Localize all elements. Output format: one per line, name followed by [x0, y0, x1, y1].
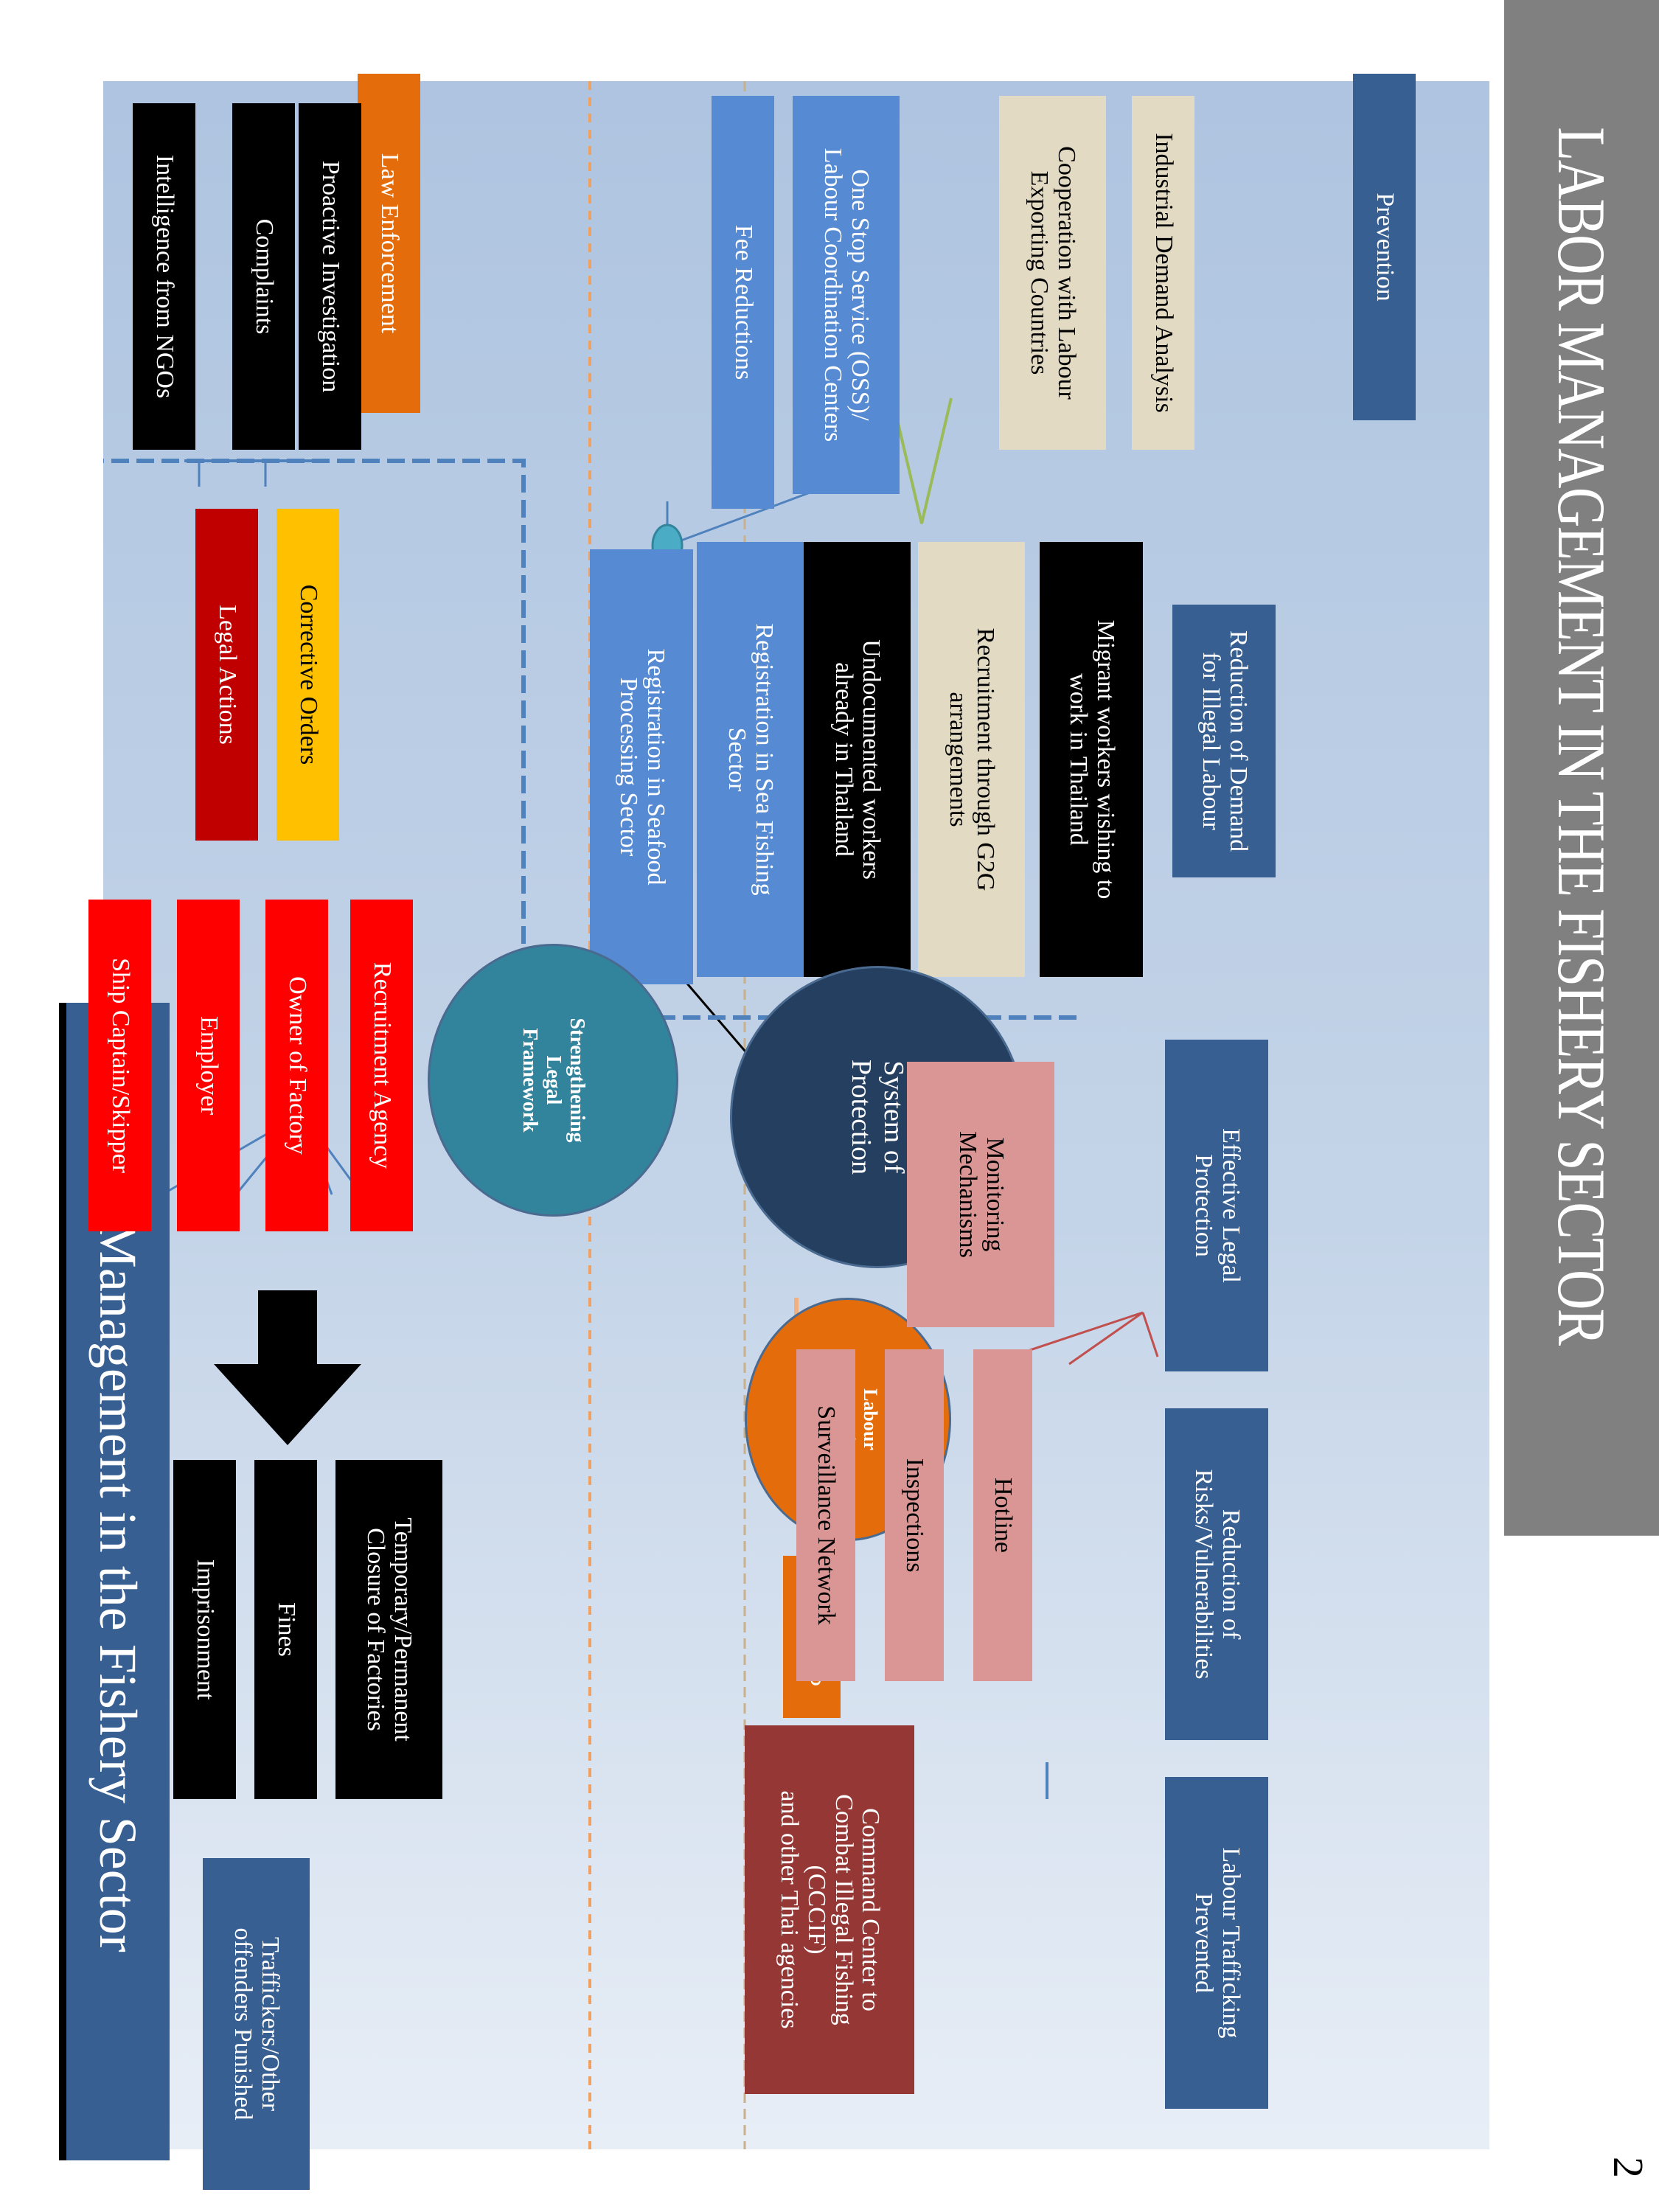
box-intelligence: Intelligence from NGOs [133, 103, 195, 450]
box-offenders-punished: Traffickers/Other offenders Punished [203, 1858, 310, 2190]
oval-strengthening-legal: Strengthening Legal Framework [428, 944, 678, 1217]
penalty-closure: Temporary/Permanent Closure of Factories [335, 1460, 442, 1799]
penalty-fines: Fines [254, 1460, 317, 1799]
target-recruitment-agency: Recruitment Agency [350, 900, 413, 1231]
box-cooperation: Cooperation with Labour Exporting Countr… [999, 96, 1106, 450]
box-cccif: Command Center to Combat Illegal Fishing… [745, 1725, 914, 2094]
penalty-imprisonment: Imprisonment [173, 1460, 236, 1799]
down-arrow [214, 1290, 361, 1445]
box-effective-legal-protection: Effective Legal Protection [1165, 1040, 1268, 1371]
target-owner-of-factory: Owner of Factory [265, 900, 328, 1231]
connector-oss [667, 485, 827, 547]
box-oss: One Stop Service (OSS)/ Labour Coordinat… [793, 96, 900, 494]
connector-beige-g2g [891, 397, 953, 524]
box-legal-actions: Legal Actions [195, 509, 258, 841]
box-reduction-risks: Reduction of Risks/Vulnerabilities [1165, 1408, 1268, 1740]
box-reg-seafood: Registration in Seafood Processing Secto… [590, 549, 693, 984]
box-g2g: Recruitment through G2G arrangements [918, 542, 1025, 977]
box-complaints: Complaints [232, 103, 295, 450]
box-trafficking-prevented: Labour Trafficking Prevented [1165, 1777, 1268, 2109]
box-industrial-demand: Industrial Demand Analysis [1132, 96, 1194, 450]
box-hotline: Hotline [973, 1349, 1032, 1681]
box-surveillance: Surveillance Network [796, 1349, 855, 1681]
box-corrective-orders: Corrective Orders [276, 509, 339, 841]
target-employer: Employer [177, 900, 240, 1231]
box-undocumented: Undocumented workers already in Thailand [804, 542, 911, 977]
box-reg-sea-fishing: Registration in Sea Fishing Sector [697, 542, 804, 977]
section-prevention: Prevention [1353, 74, 1416, 420]
box-inspections: Inspections [885, 1349, 944, 1681]
box-proactive: Proactive Investigation [299, 103, 361, 450]
box-fee-reductions: Fee Reductions [712, 96, 774, 509]
section-law-enforcement: Law Enforcement [358, 74, 420, 413]
box-monitoring: Monitoring Mechanisms [907, 1062, 1054, 1327]
target-ship-captain: Ship Captain/Skipper [88, 900, 151, 1231]
box-reduction-demand: Reduction of Demand for Illegal Labour [1172, 605, 1276, 877]
box-migrant-workers: Migrant workers wishing to work in Thail… [1040, 542, 1143, 977]
